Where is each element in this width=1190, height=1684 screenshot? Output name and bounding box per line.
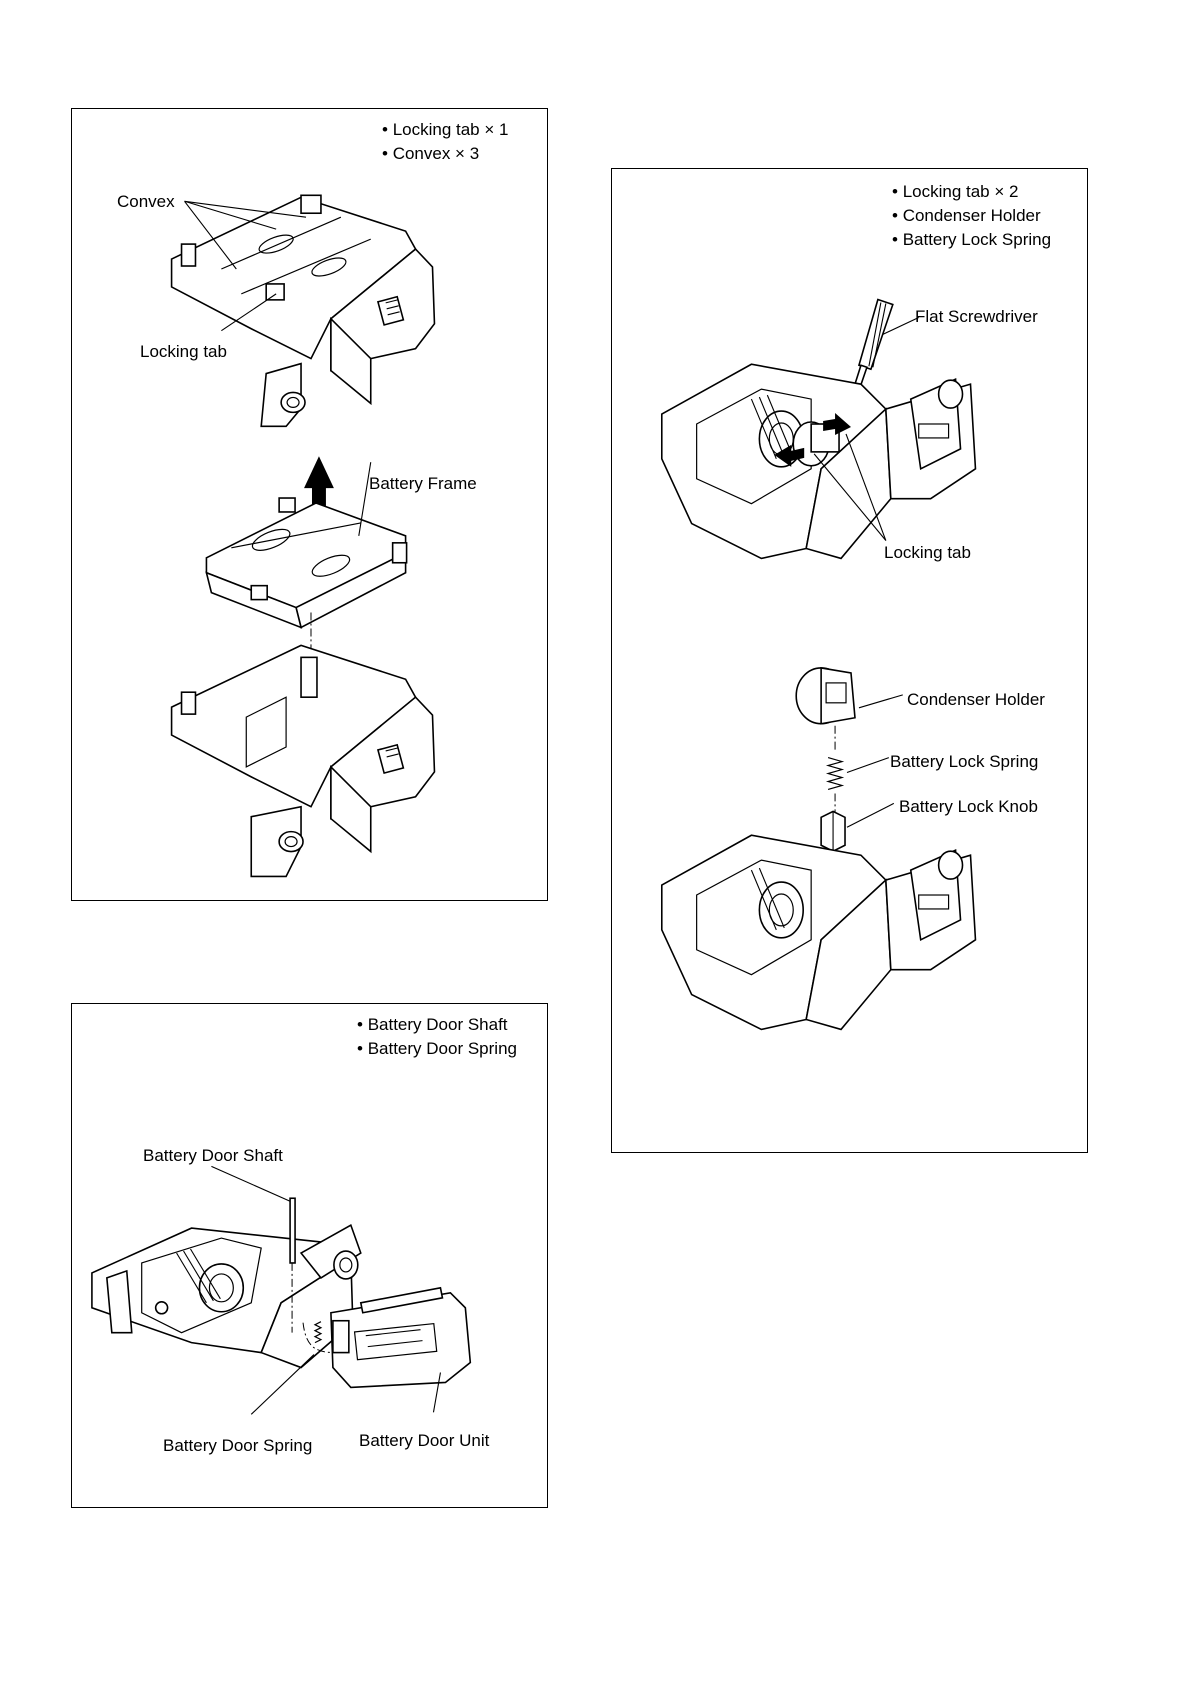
battery-lock-spring-part	[828, 758, 842, 790]
note-battery-lock-spring: Battery Lock Spring	[892, 228, 1051, 252]
panel-battery-frame-removal: Locking tab × 1 Convex × 3 Convex Lockin…	[71, 108, 548, 901]
battery-case-bottom-view	[662, 835, 976, 1029]
label-locking-tab: Locking tab	[884, 543, 971, 563]
label-battery-lock-spring: Battery Lock Spring	[890, 752, 1038, 772]
note-battery-door-spring: Battery Door Spring	[357, 1037, 517, 1061]
battery-frame-part	[206, 498, 406, 627]
label-battery-door-spring: Battery Door Spring	[163, 1436, 312, 1456]
battery-case-without-frame	[172, 645, 435, 876]
label-battery-door-unit: Battery Door Unit	[359, 1431, 489, 1451]
note-condenser-holder: Condenser Holder	[892, 204, 1051, 228]
battery-case-body	[92, 1225, 361, 1367]
note-convex: Convex × 3	[382, 142, 508, 166]
note-locking-tab: Locking tab × 1	[382, 118, 508, 142]
label-condenser-holder: Condenser Holder	[907, 690, 1045, 710]
label-battery-lock-knob: Battery Lock Knob	[899, 797, 1038, 817]
battery-frame-illustration	[72, 109, 547, 900]
panel-b-notes: Battery Door Shaft Battery Door Spring	[357, 1013, 517, 1061]
label-locking-tab: Locking tab	[140, 342, 227, 362]
battery-case-assembled	[172, 195, 435, 426]
panel-condenser-holder-removal: Locking tab × 2 Condenser Holder Battery…	[611, 168, 1088, 1153]
battery-case-top-view	[662, 364, 976, 558]
panel-c-notes: Locking tab × 2 Condenser Holder Battery…	[892, 180, 1051, 252]
condenser-holder-part	[796, 668, 855, 724]
battery-lock-knob-part	[821, 811, 845, 851]
label-battery-frame: Battery Frame	[369, 474, 477, 494]
battery-door-shaft-part	[290, 1198, 295, 1263]
lift-arrow-icon	[304, 456, 334, 508]
panel-a-notes: Locking tab × 1 Convex × 3	[382, 118, 508, 166]
note-locking-tab-2: Locking tab × 2	[892, 180, 1051, 204]
label-battery-door-shaft: Battery Door Shaft	[143, 1146, 283, 1166]
panel-battery-door-removal: Battery Door Shaft Battery Door Spring B…	[71, 1003, 548, 1508]
note-battery-door-shaft: Battery Door Shaft	[357, 1013, 517, 1037]
label-flat-screwdriver: Flat Screwdriver	[915, 307, 1038, 327]
label-convex: Convex	[117, 192, 175, 212]
